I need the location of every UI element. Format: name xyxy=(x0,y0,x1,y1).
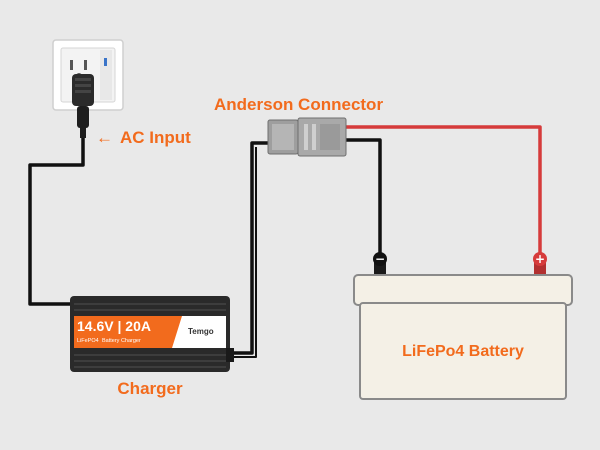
battery-terminal-positive: + xyxy=(533,252,547,276)
ac-input-label: AC Input xyxy=(120,128,191,147)
charger-chemistry: LiFePO4 xyxy=(77,338,99,344)
charger-spec: 14.6V | 20A xyxy=(77,318,151,334)
battery-label: LiFePo4 Battery xyxy=(402,343,524,360)
battery: − + LiFePo4 Battery xyxy=(353,252,573,400)
anderson-connector xyxy=(267,117,347,157)
charger-label: Charger xyxy=(117,379,183,398)
charger-unit: 14.6V | 20A LiFePO4 Battery Charger Temg… xyxy=(70,296,234,372)
anderson-connector-label: Anderson Connector xyxy=(214,95,383,114)
wires-black xyxy=(28,138,382,358)
positive-symbol: + xyxy=(535,252,545,266)
battery-terminal-negative: − xyxy=(373,252,387,276)
ac-plug xyxy=(72,74,94,138)
battery-body xyxy=(359,302,567,400)
battery-negative-cable xyxy=(345,138,382,253)
battery-positive-cable xyxy=(345,125,542,253)
charger-brand: Temgo xyxy=(188,327,214,336)
battery-lid xyxy=(353,274,573,306)
ac-cable xyxy=(28,138,85,306)
charger-output-cable-negative xyxy=(232,141,278,355)
charger-output-cable-positive xyxy=(232,147,257,358)
negative-symbol: − xyxy=(375,252,385,266)
charger-type: Battery Charger xyxy=(102,338,141,344)
ac-input-arrow: ← xyxy=(96,128,113,147)
